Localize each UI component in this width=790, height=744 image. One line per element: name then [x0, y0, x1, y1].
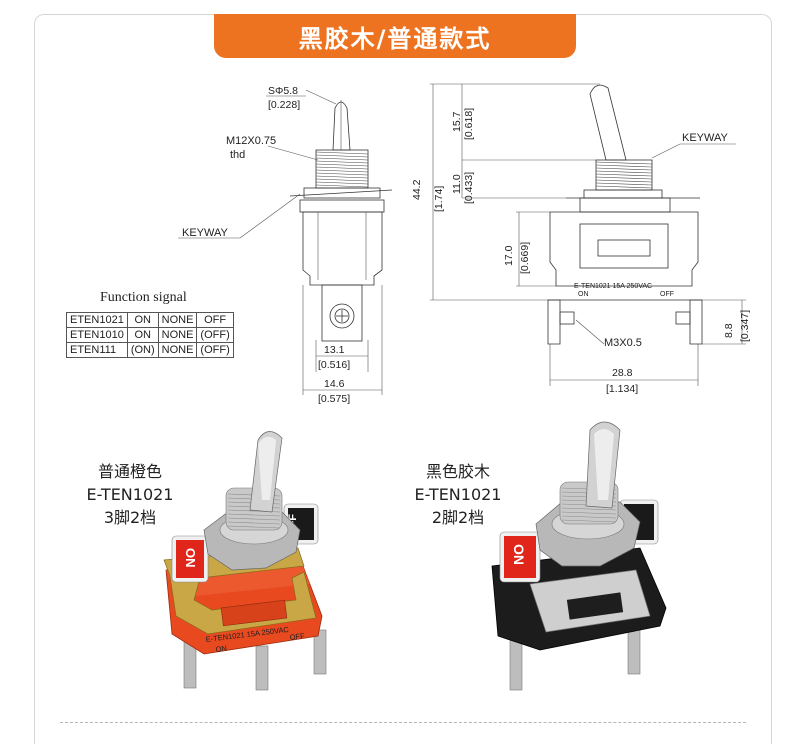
table-cell: (ON) — [126, 342, 159, 358]
table-cell: NONE — [157, 327, 198, 343]
table-cell: NONE — [157, 342, 198, 358]
label-thread: M12X0.75 — [226, 135, 276, 147]
dim-width-in: [1.134] — [606, 383, 638, 395]
function-signal-table: ETEN1021 ON NONE OFF ETEN1010 ON NONE (O… — [66, 312, 234, 358]
label-thread-sub: thd — [230, 149, 245, 161]
product-caption-black: 黑色胶木 E-TEN1021 2脚2档 — [396, 460, 520, 529]
orange-on-label: ON — [183, 548, 198, 568]
table-cell: ETEN111 — [66, 342, 128, 358]
dim-width-outer-in: [0.575] — [318, 393, 350, 405]
label-keyway-left: KEYWAY — [182, 227, 229, 239]
caption-line: 3脚2档 — [103, 508, 157, 527]
left-side-view: SΦ5.8 [0.228] M12X0.75 thd KEYWAY 13.1 [… — [178, 85, 393, 405]
dim-width: 28.8 — [612, 367, 633, 379]
dim-lever-h: 15.7 — [451, 111, 463, 132]
dim-width-inner: 13.1 — [324, 344, 345, 356]
caption-line: 普通橙色 — [97, 462, 162, 481]
black-switch-photo: ON OFF — [491, 421, 667, 691]
orange-switch-photo: E-TEN1021 15A 250VAC ON OFF ON OFF — [163, 431, 327, 691]
page-title: 黑胶木/普通款式 — [214, 14, 576, 58]
dim-width-inner-in: [0.516] — [318, 359, 350, 371]
table-cell: ETEN1010 — [66, 327, 128, 343]
table-cell: OFF — [196, 312, 234, 328]
dim-body-h-in: [0.669] — [519, 242, 531, 274]
dim-width-outer: 14.6 — [324, 378, 345, 390]
dim-sphere-in: [0.228] — [268, 99, 300, 111]
caption-line: 黑色胶木 — [425, 462, 490, 481]
function-signal-title: Function signal — [100, 290, 187, 305]
dim-terminal-h: 8.8 — [723, 323, 735, 338]
dim-bush-h: 11.0 — [451, 174, 463, 194]
caption-line: E-TEN1021 — [414, 485, 502, 504]
dim-total-h-in: [1.74] — [433, 186, 445, 212]
caption-line: E-TEN1021 — [86, 485, 174, 504]
dim-bush-h-in: [0.433] — [463, 172, 475, 204]
orange-print-off: OFF — [289, 631, 305, 642]
orange-print-on: ON — [215, 644, 227, 654]
black-on-label: ON — [511, 544, 527, 565]
label-screw: M3X0.5 — [604, 337, 642, 349]
bottom-divider — [60, 722, 746, 723]
caption-line: 2脚2档 — [431, 508, 485, 527]
table-row: ETEN1021 ON NONE OFF — [66, 312, 234, 328]
table-cell: ON — [126, 327, 159, 343]
table-cell: (OFF) — [196, 327, 234, 343]
product-caption-orange: 普通橙色 E-TEN1021 3脚2档 — [70, 460, 190, 529]
label-keyway-right: KEYWAY — [682, 132, 729, 144]
dim-sphere: SΦ5.8 — [268, 85, 298, 97]
table-cell: NONE — [157, 312, 198, 328]
table-row: ETEN1010 ON NONE (OFF) — [66, 327, 234, 343]
right-body-on: ON — [578, 291, 589, 298]
dim-total-h: 44.2 — [411, 179, 423, 200]
dim-lever-h-in: [0.618] — [463, 108, 475, 140]
right-body-print: E-TEN1021 15A 250VAC — [574, 283, 652, 290]
table-cell: ON — [126, 312, 159, 328]
table-cell: (OFF) — [196, 342, 234, 358]
dim-body-h: 17.0 — [503, 245, 515, 266]
table-row: ETEN111 (ON) NONE (OFF) — [66, 342, 234, 358]
dim-terminal-h-in: [0.347] — [739, 310, 751, 342]
right-body-off: OFF — [660, 291, 674, 298]
table-cell: ETEN1021 — [66, 312, 128, 328]
right-front-view: E-TEN1021 15A 250VAC ON OFF KEYWAY M3X0.… — [411, 83, 751, 395]
